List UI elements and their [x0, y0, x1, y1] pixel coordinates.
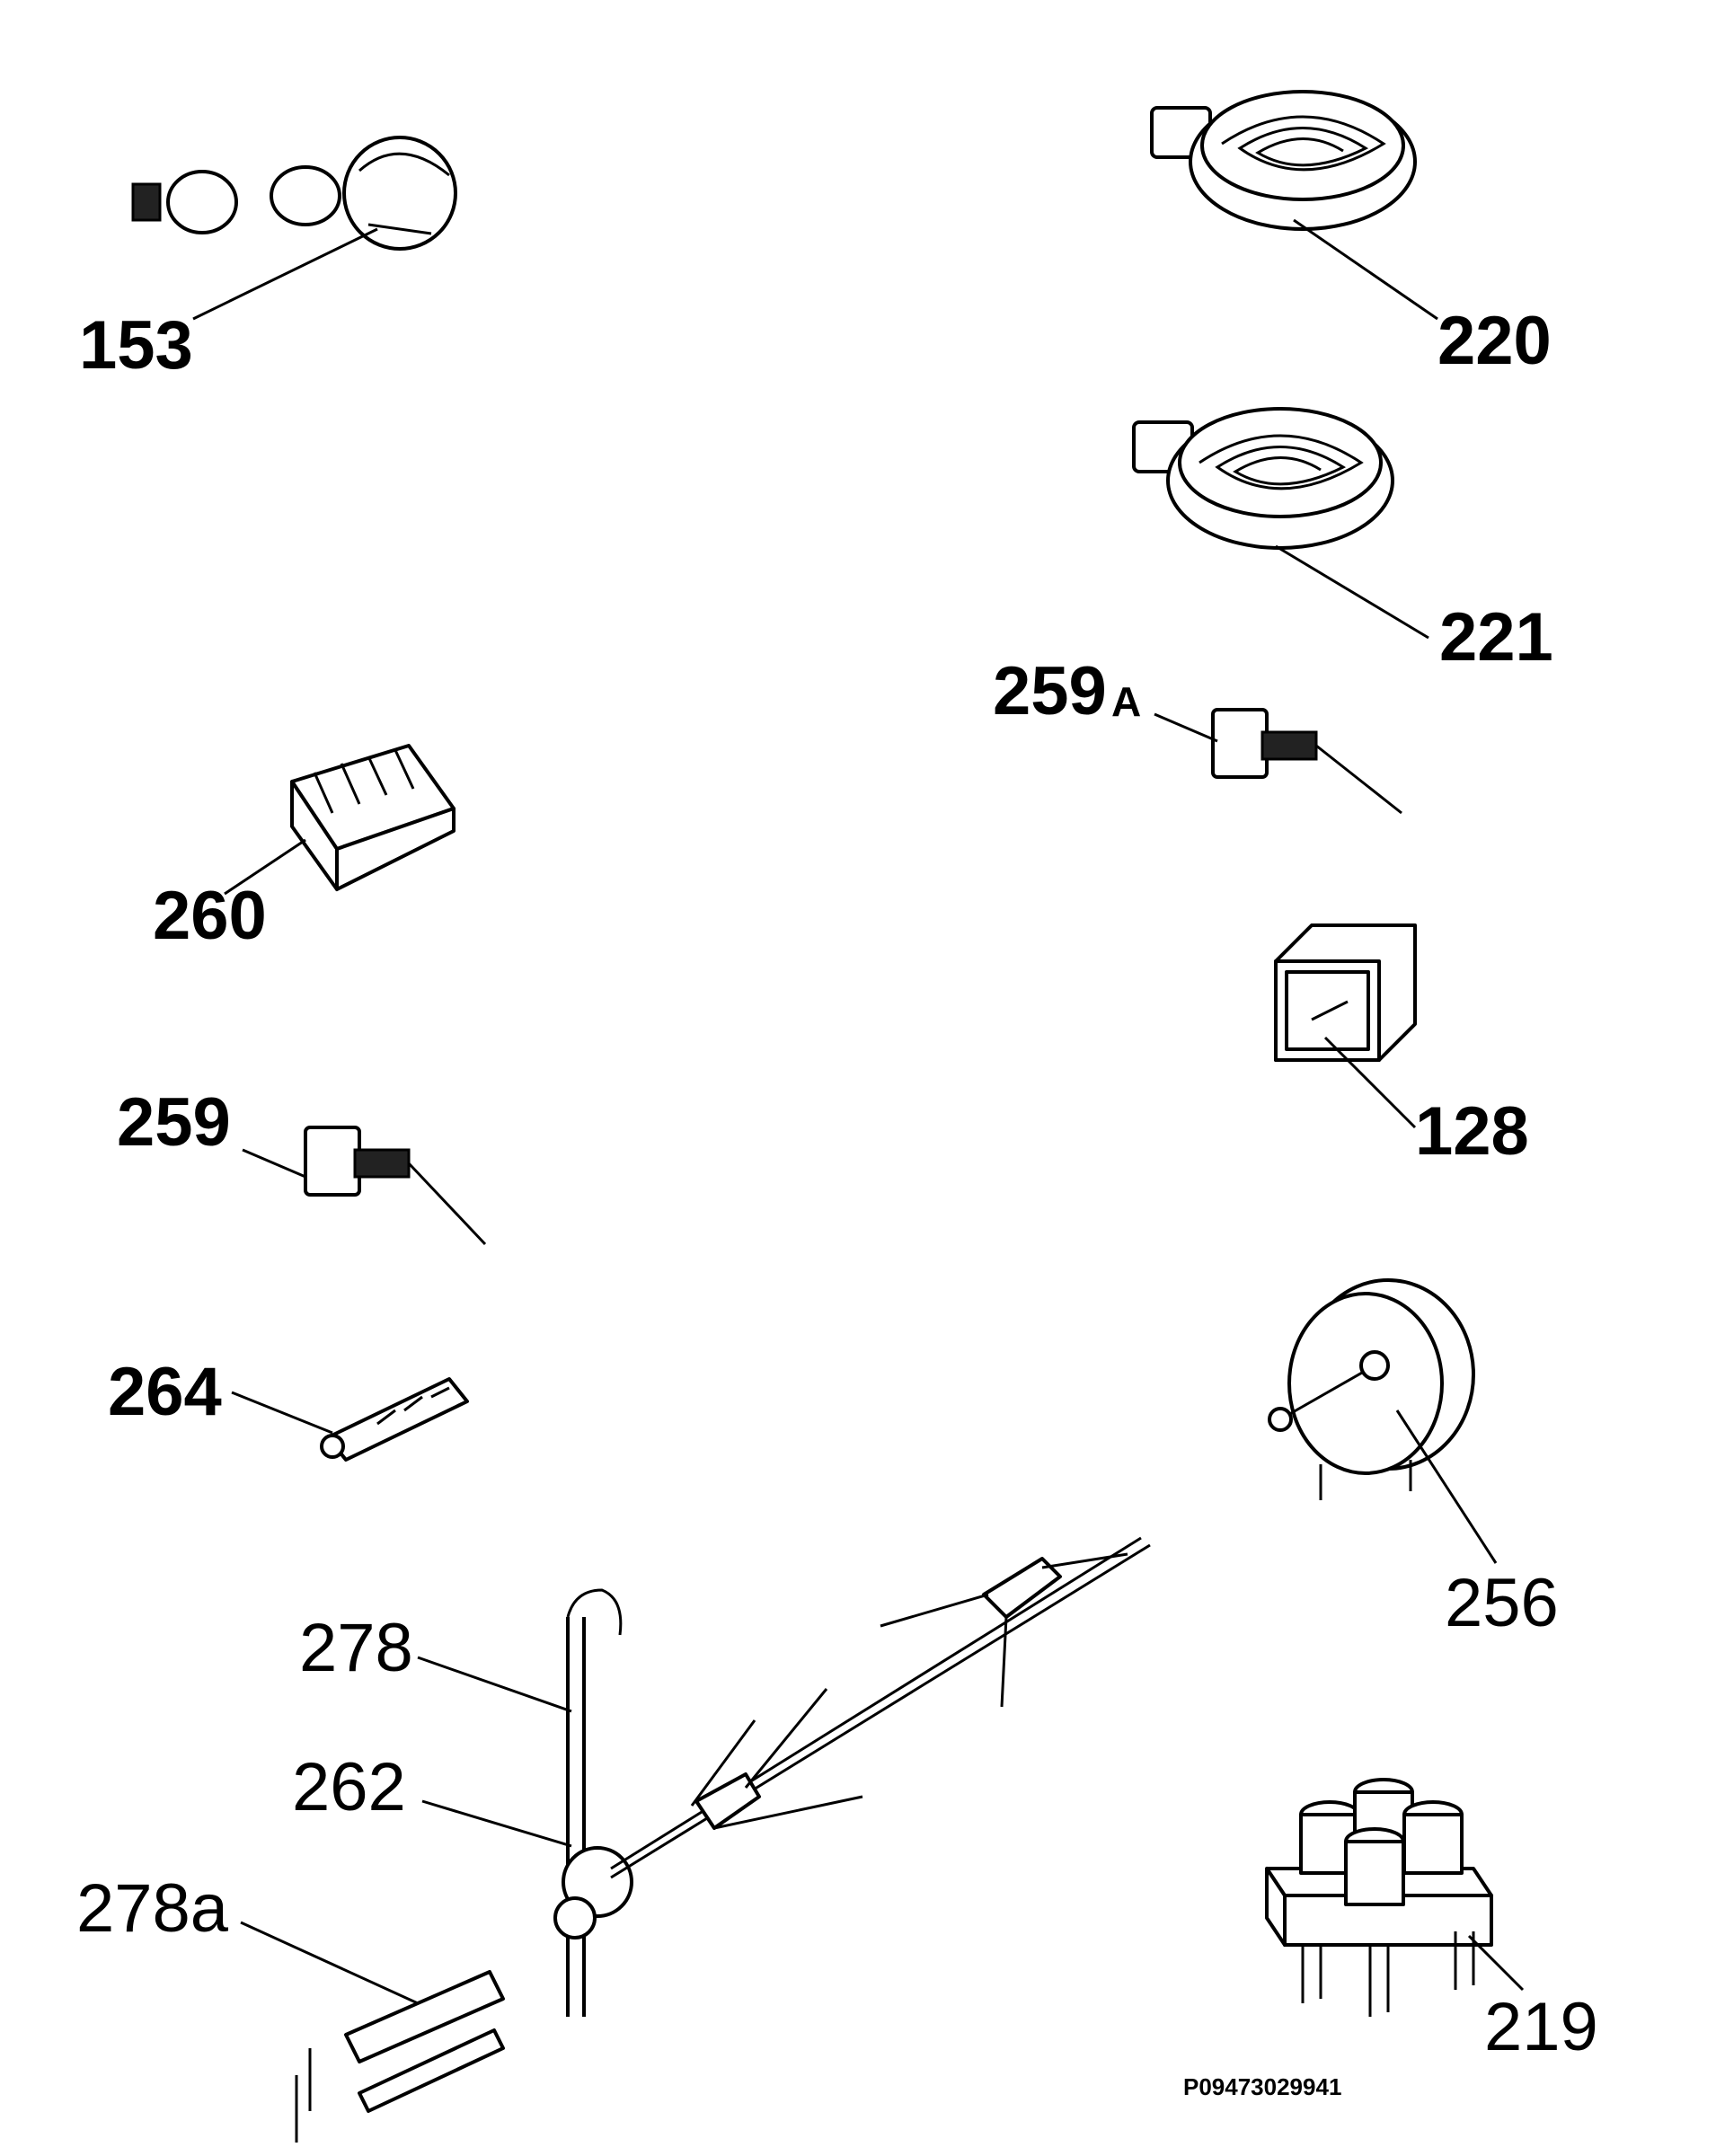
- part-219-capacitor-block: [1265, 1778, 1493, 2017]
- leader-256: [1395, 1409, 1498, 1564]
- part-278-rotisserie-rod: [553, 1588, 633, 2017]
- leader-262: [421, 1799, 572, 1848]
- leader-259: [242, 1148, 306, 1179]
- label-259a-suffix: A: [1111, 678, 1141, 725]
- part-128-energy-regulator: [1274, 923, 1417, 1062]
- leader-264: [231, 1391, 333, 1435]
- part-264-terminal: [320, 1377, 469, 1462]
- label-278: 278: [299, 1610, 413, 1686]
- leader-259a: [1154, 712, 1218, 743]
- leader-278: [417, 1656, 572, 1713]
- part-262-spit-and-forks: [610, 1536, 1151, 1879]
- label-219: 219: [1484, 1989, 1598, 2065]
- label-278a: 278a: [76, 1870, 229, 1947]
- part-259-switch: [304, 1126, 487, 1246]
- label-256: 256: [1445, 1565, 1559, 1641]
- part-260-selector-switch: [290, 744, 456, 891]
- label-259: 259: [117, 1084, 231, 1161]
- label-128: 128: [1415, 1093, 1529, 1170]
- part-153-knob: [131, 136, 457, 251]
- part-220-hotplate: [1150, 90, 1417, 231]
- label-220: 220: [1437, 303, 1552, 379]
- label-259a: 259: [993, 653, 1107, 729]
- leader-153: [192, 227, 378, 321]
- leader-219: [1467, 1934, 1525, 1992]
- part-278a-bracket: [295, 1970, 505, 2143]
- label-221: 221: [1439, 599, 1553, 676]
- label-262: 262: [292, 1749, 406, 1825]
- part-256-motor: [1268, 1278, 1475, 1500]
- part-221-hotplate: [1132, 407, 1394, 550]
- leader-220: [1293, 218, 1438, 321]
- part-259a-switch: [1211, 708, 1402, 815]
- reference-code: P09473029941: [1183, 2073, 1341, 2100]
- leader-278a: [240, 1921, 419, 2005]
- label-260: 260: [153, 878, 267, 954]
- label-153: 153: [79, 307, 193, 384]
- leader-260: [224, 838, 306, 896]
- leader-128: [1323, 1036, 1417, 1129]
- label-264: 264: [108, 1354, 222, 1430]
- leader-221: [1275, 544, 1429, 640]
